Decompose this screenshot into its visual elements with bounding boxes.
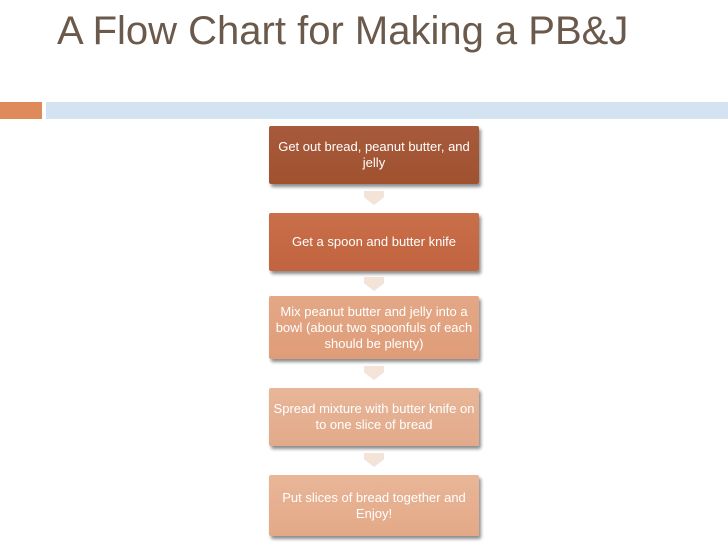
- title-underline-accent: [0, 102, 42, 119]
- arrow-down-icon: [364, 191, 384, 205]
- flowchart-step-3: Mix peanut butter and jelly into a bowl …: [269, 296, 479, 359]
- arrow-down-icon: [364, 453, 384, 467]
- arrow-down-icon: [364, 366, 384, 380]
- title-underline-bar: [46, 102, 728, 119]
- flowchart-step-5: Put slices of bread together and Enjoy!: [269, 475, 479, 536]
- arrow-down-icon: [364, 277, 384, 291]
- slide-title: A Flow Chart for Making a PB&J: [57, 9, 629, 53]
- flowchart-step-2: Get a spoon and butter knife: [269, 213, 479, 271]
- flowchart-step-1: Get out bread, peanut butter, and jelly: [269, 126, 479, 184]
- flowchart-step-4: Spread mixture with butter knife on to o…: [269, 388, 479, 446]
